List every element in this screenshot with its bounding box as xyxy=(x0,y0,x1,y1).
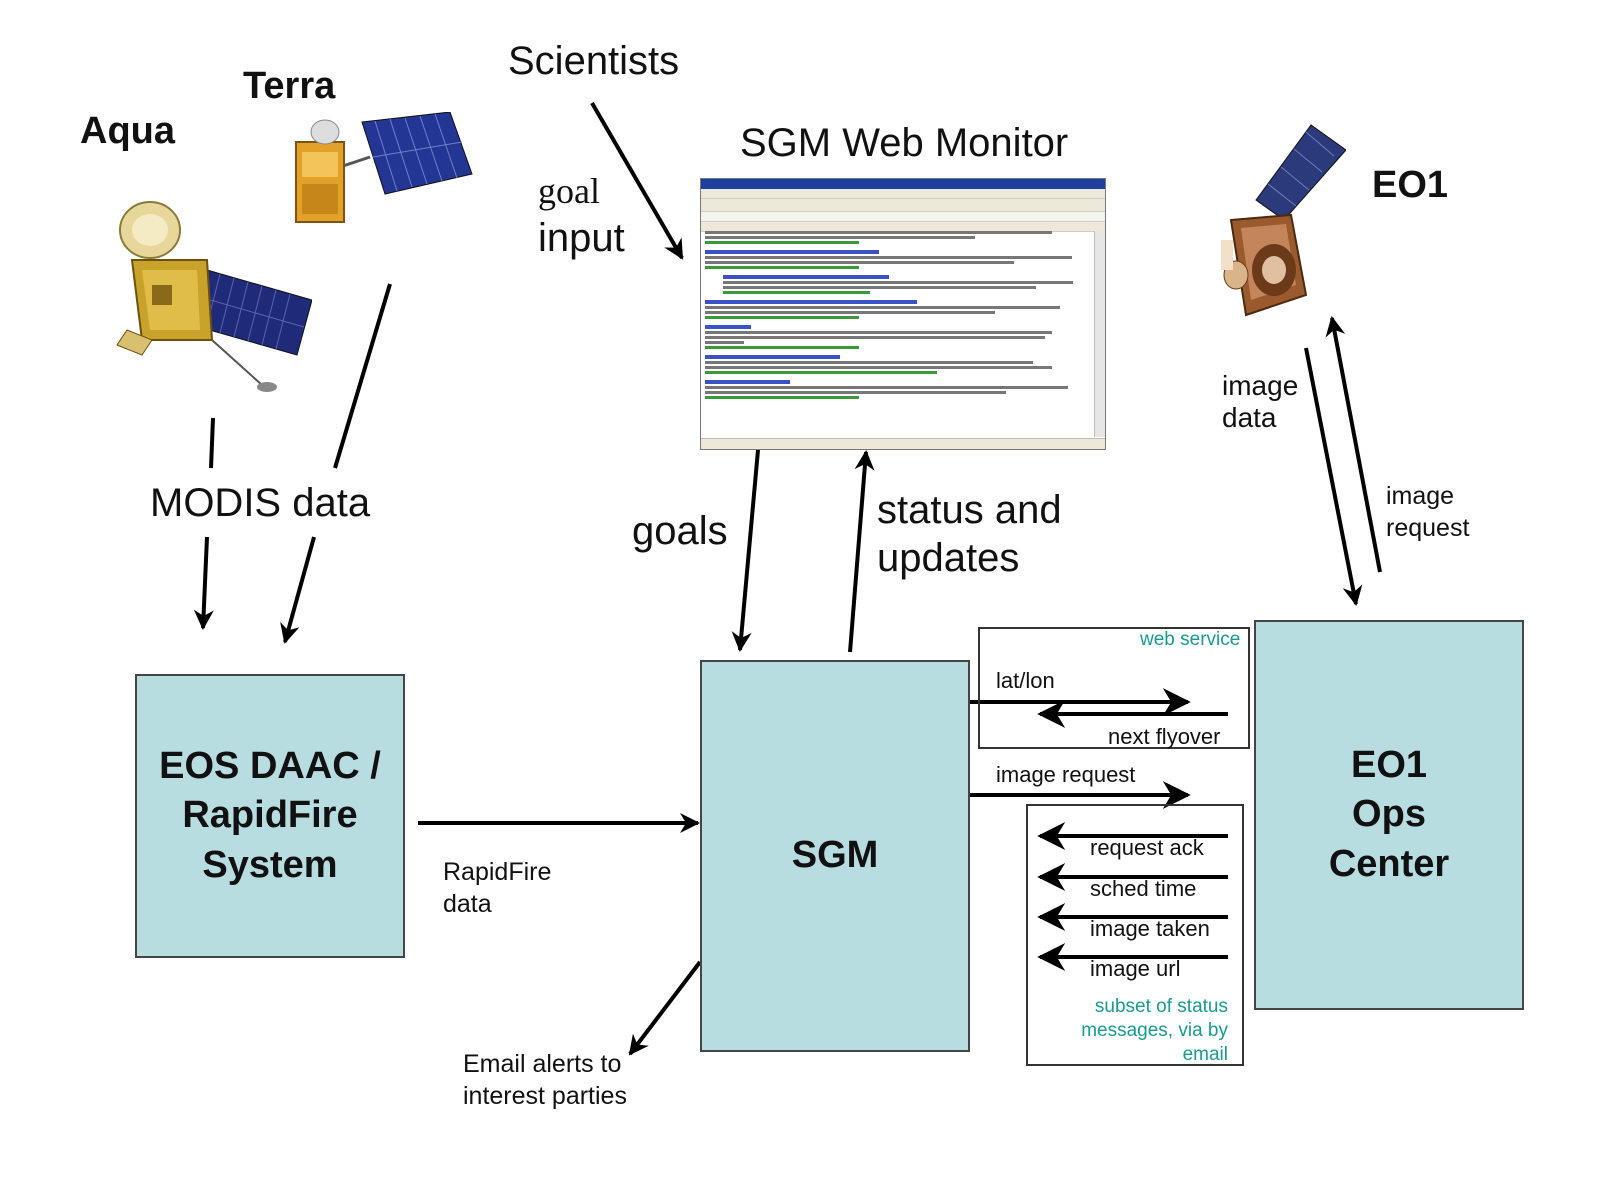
image-request-msg-label: image request xyxy=(996,762,1136,787)
eo1-ops-center-box: EO1 Ops Center xyxy=(1254,620,1524,1010)
status-arrow xyxy=(848,450,875,653)
email-arrow xyxy=(628,960,702,1056)
aqua-arrow xyxy=(193,536,214,630)
goals-arrow xyxy=(731,449,760,652)
sgm-title: SGM xyxy=(791,834,879,877)
eos-daac-box: EOS DAAC / RapidFire System xyxy=(135,674,405,958)
status-note-1: subset of status xyxy=(1094,996,1228,1017)
image-request-label-2: request xyxy=(1386,514,1470,542)
browser-status-bar xyxy=(701,438,1105,449)
web-monitor-screenshot xyxy=(700,178,1106,450)
image-data-label-1: image xyxy=(1222,370,1299,401)
updates-label: updates xyxy=(877,536,1020,580)
goal-label: goal xyxy=(538,171,600,211)
aqua-satellite-icon xyxy=(116,201,312,392)
status-msg-sched-time: sched time xyxy=(1090,876,1197,901)
image-request-label-1: image xyxy=(1386,482,1455,510)
image-data-label-2: data xyxy=(1222,402,1277,433)
next-flyover-label: next flyover xyxy=(1108,724,1221,749)
web-service-box xyxy=(978,627,1250,749)
status-and-label: status and xyxy=(877,488,1062,532)
web-monitor-title: SGM Web Monitor xyxy=(740,121,1069,165)
goals-label: goals xyxy=(632,509,728,553)
status-msg-image-url: image url xyxy=(1090,956,1181,981)
browser-menu-bar xyxy=(701,189,1105,199)
lat-lon-label: lat/lon xyxy=(996,668,1055,693)
image-request-up-arrow xyxy=(1325,316,1382,573)
scientists-label: Scientists xyxy=(508,39,680,83)
rapidfire-data-label-2: data xyxy=(443,890,492,918)
terra-arrow xyxy=(280,536,316,644)
eo1-ops-title: EO1 Ops Center xyxy=(1328,743,1450,885)
browser-address-bar xyxy=(701,212,1105,222)
browser-title-bar xyxy=(701,179,1105,189)
aqua-line xyxy=(209,417,215,469)
terra-label: Terra xyxy=(243,65,336,107)
browser-scrollbar xyxy=(1094,231,1105,437)
eo1-label: EO1 xyxy=(1372,164,1449,206)
email-alerts-label-1: Email alerts to xyxy=(463,1050,622,1078)
image-data-arrow xyxy=(1304,347,1363,606)
browser-results xyxy=(705,231,1091,437)
terra-satellite-icon xyxy=(295,112,473,223)
status-msg-image-taken: image taken xyxy=(1090,916,1210,941)
status-note-3: email xyxy=(1182,1044,1228,1065)
aqua-label: Aqua xyxy=(80,110,175,152)
eos-daac-title: EOS DAAC / RapidFire System xyxy=(159,744,381,886)
terra-line xyxy=(333,283,392,469)
eo1-satellite-icon xyxy=(1221,124,1346,317)
status-note-2: messages, via by xyxy=(1081,1020,1228,1041)
status-msg-request-ack: request ack xyxy=(1090,835,1204,860)
web-service-title: web service xyxy=(1140,629,1241,650)
scientists-arrow xyxy=(590,101,684,260)
modis-data-label: MODIS data xyxy=(150,481,371,525)
sgm-box: SGM xyxy=(700,660,970,1052)
rapidfire-data-label-1: RapidFire xyxy=(443,858,552,886)
status-messages-box xyxy=(1026,804,1244,1066)
email-alerts-label-2: interest parties xyxy=(463,1082,627,1110)
browser-toolbar xyxy=(701,199,1105,212)
input-label: input xyxy=(538,216,625,260)
